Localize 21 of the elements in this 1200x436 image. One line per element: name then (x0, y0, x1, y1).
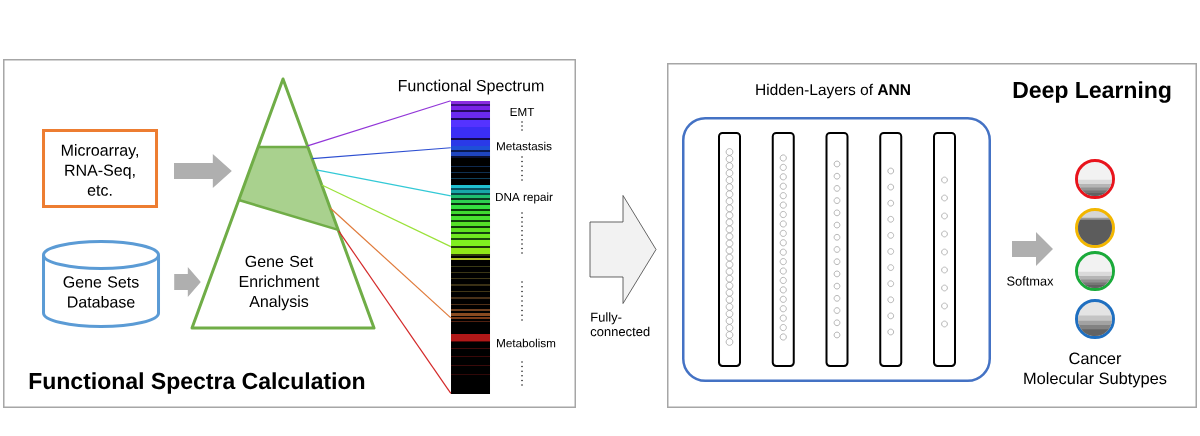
block-arrow (174, 154, 232, 188)
data-box: Microarray, RNA-Seq, etc. (42, 129, 158, 208)
connector-line (315, 169, 452, 197)
caption-text: Cancer Molecular Subtypes (1024, 352, 1167, 388)
node-label: Hidden-Layers of ANN (756, 83, 910, 99)
connector-line (306, 100, 452, 147)
edge-label: Fully- connected (589, 311, 658, 338)
block-arrow (1012, 232, 1053, 266)
connector-line (311, 147, 452, 160)
database-cylinder: Gene Sets Database (42, 240, 160, 328)
side-label: Metabolism (497, 338, 556, 348)
connector-line (321, 184, 452, 248)
block-arrow (589, 195, 657, 304)
connector-line (329, 207, 452, 319)
rounded-frame: Hidden-Layers of ANN (682, 83, 991, 382)
block-arrow (174, 267, 201, 297)
side-label: Metastasis (497, 141, 552, 151)
edge-label: Softmax (1005, 275, 1055, 287)
side-label: DNA repair (496, 192, 553, 204)
side-label: EMT (510, 107, 535, 116)
triangle: Gene Set Enrichment Analysis (190, 77, 376, 330)
